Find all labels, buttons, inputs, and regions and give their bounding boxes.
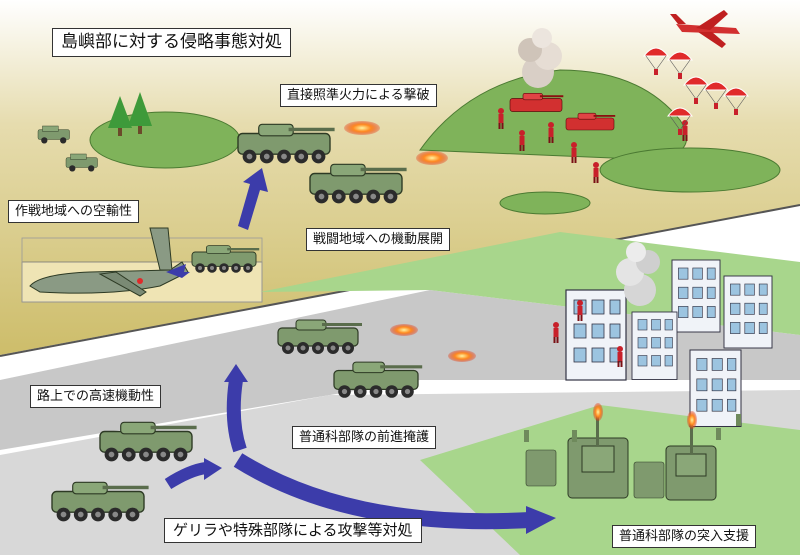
movement-arrow [233,453,531,530]
movement-arrow [226,378,247,453]
building [671,259,721,333]
movement-arrow [164,462,207,490]
building [565,289,627,381]
muzzle-flash [344,121,380,135]
label-road-mobility: 路上での高速機動性 [30,385,162,408]
muzzle-flash [687,411,697,429]
utility-vehicle [65,153,98,172]
tree-icon [108,92,152,136]
label-direct-fire: 直接照準火力による撃破 [280,84,437,107]
utility-vehicle [37,125,70,144]
hill [599,147,781,193]
label-assault-support: 普通科部隊の突入支援 [612,525,757,548]
movement-arrow [224,364,248,382]
muzzle-flash [593,403,603,421]
enemy-tank [565,112,616,131]
armored-vehicle [665,420,717,501]
label-air-transport: 作戦地域への空輸性 [8,200,140,223]
label-infantry-cover: 普通科部隊の前進掩護 [292,426,437,449]
building [723,275,773,349]
label-guerrilla: ゲリラや特殊部隊による攻撃等対処 [164,518,422,543]
friendly-soldier [524,414,741,442]
air-transport-panel [21,227,263,303]
page-title: 島嶼部に対する侵略事態対処 [52,28,291,57]
enemy-aircraft-icon [670,10,740,48]
label-maneuver-deploy: 戦闘地域への機動展開 [306,228,451,251]
muzzle-flash [448,350,476,362]
building [631,311,678,380]
muzzle-flash [416,151,448,165]
movement-arrow [526,506,556,534]
armored-vehicle [633,461,665,499]
smoke-cloud [518,28,562,88]
building [689,349,742,428]
hill [419,69,688,161]
hill [499,191,591,215]
movement-arrow [238,168,268,230]
smoke-cloud [616,242,660,306]
muzzle-flash [390,324,418,336]
movement-arrow [204,458,222,480]
enemy-tank [509,92,564,112]
armored-vehicle [525,449,557,487]
transport-aircraft-icon [29,227,189,297]
movement-arrow [166,264,190,278]
grass-area [260,232,800,335]
armored-vehicle [567,412,629,499]
